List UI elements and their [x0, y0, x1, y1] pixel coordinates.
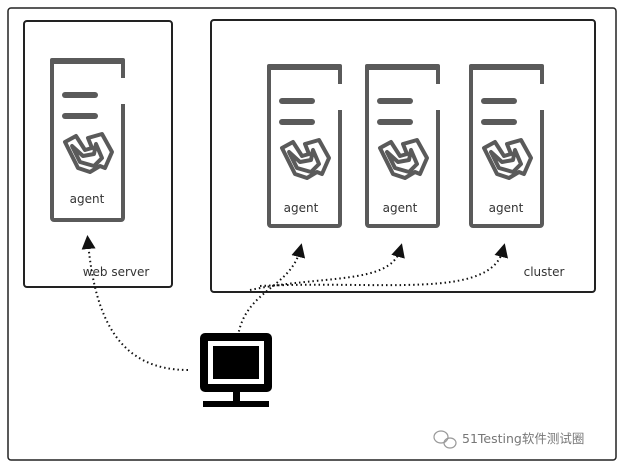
agent-label: agent — [489, 201, 524, 215]
web-server-box — [23, 20, 173, 288]
cluster-box — [210, 19, 596, 293]
arrow-to-web-server — [81, 235, 189, 371]
arrow-to-agent-3 — [259, 243, 508, 287]
web-server-group: agent web server — [23, 20, 173, 288]
monitor-icon — [200, 333, 272, 407]
connections — [81, 235, 508, 371]
cluster-label: cluster — [524, 265, 565, 279]
web-server-label: web server — [83, 265, 150, 279]
agent-label: agent — [284, 201, 319, 215]
cluster-group: agent agent agent cluster — [210, 19, 596, 293]
arrow-to-agent-1 — [236, 243, 306, 346]
agent-label: agent — [383, 201, 418, 215]
wechat-icon — [433, 430, 457, 449]
watermark-text: 51Testing软件测试圈 — [462, 431, 584, 446]
watermark: 51Testing软件测试圈 — [433, 430, 584, 449]
outer-frame — [7, 7, 617, 461]
arrow-to-agent-2 — [249, 243, 405, 291]
agent-label: agent — [70, 192, 105, 206]
